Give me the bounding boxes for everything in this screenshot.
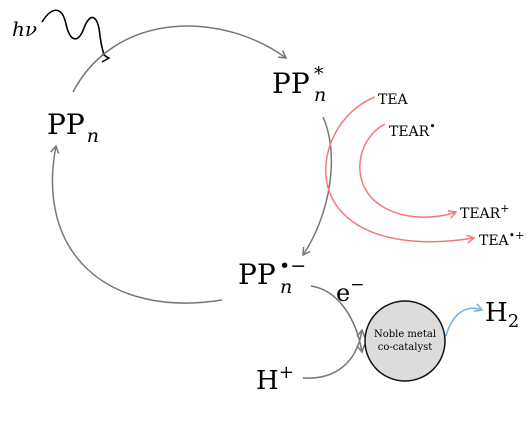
- photon-wave-arrow: [41, 9, 111, 63]
- catalyst-particle: [364, 300, 446, 382]
- tea-label: TEA: [378, 92, 409, 108]
- tea-radcat-sup: •+: [509, 229, 525, 242]
- ppn-sub: n: [87, 125, 99, 147]
- electron-label: e−: [336, 275, 364, 307]
- proton-base: H: [256, 366, 279, 396]
- proton-sup: +: [279, 362, 294, 383]
- hydrogen-sub: 2: [508, 311, 519, 332]
- hydrogen-base: H: [485, 298, 508, 328]
- ppn-anion-base: PP: [238, 258, 276, 291]
- ppn-anion-sup: •−: [279, 255, 306, 277]
- ppn-anion-sub: n: [280, 276, 292, 298]
- photon-nu: ν: [25, 17, 37, 41]
- species-ppn-star: PP: [272, 67, 310, 100]
- tear-radical-base: TEAR: [389, 124, 430, 140]
- arrow-catalyst-to-h2: [445, 303, 484, 337]
- hydrogen-label: H2: [485, 298, 519, 332]
- electron-sup: −: [350, 275, 364, 295]
- catalyst-label-line1: Noble metal: [374, 329, 436, 340]
- tear-plus-label: TEAR+: [460, 202, 509, 222]
- ppn-star-base: PP: [272, 67, 310, 100]
- proton-label: H+: [256, 362, 294, 396]
- ppn-base: PP: [47, 108, 85, 141]
- electron-base: e: [336, 279, 350, 307]
- arrow-ppn-to-ppn-star: [72, 25, 288, 93]
- arrow-tear-to-tear-plus: [359, 123, 458, 219]
- tea-radcat-base: TEA: [479, 233, 510, 249]
- catalyst-label-line2: co-catalyst: [378, 342, 433, 353]
- tear-plus-sup: +: [500, 202, 509, 215]
- arrow-proton-to-catalyst: [302, 328, 366, 379]
- tear-plus-base: TEAR: [460, 206, 501, 222]
- arrow-ppn-star-to-anion: [302, 116, 333, 257]
- tear-radical-sup: •: [429, 120, 436, 133]
- arrow-anion-to-ppn: [50, 144, 223, 304]
- arrow-tea-to-tea-radcat: [325, 96, 476, 244]
- tea-base: TEA: [378, 92, 409, 108]
- species-ppn-anion: PP: [238, 258, 276, 291]
- photon-h: h: [12, 17, 25, 41]
- photon-label: hν: [12, 17, 37, 41]
- tea-radical-cation-label: TEA•+: [479, 229, 524, 249]
- ppn-star-sub: n: [314, 84, 326, 106]
- ppn-star-sup: *: [314, 63, 324, 85]
- tear-radical-label: TEAR•: [389, 120, 436, 140]
